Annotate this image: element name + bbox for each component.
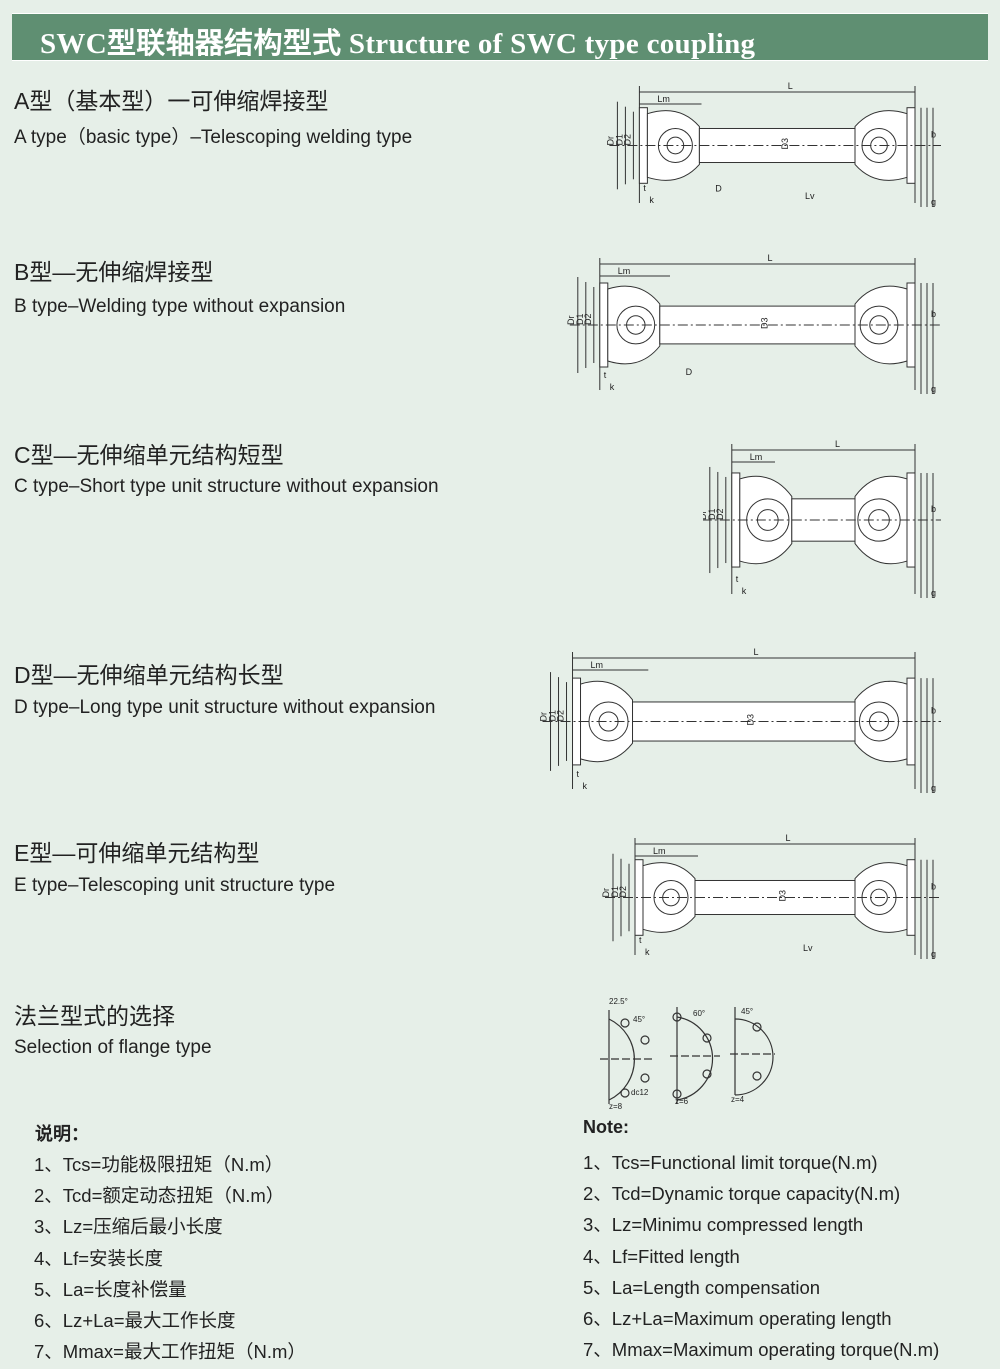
note-item: 7、Mmax=最大工作扭矩（N.m）	[34, 1341, 306, 1363]
note-item: 3、Lz=压缩后最小长度	[34, 1216, 223, 1238]
note-item: 6、Lz+La=最大工作长度	[34, 1310, 236, 1331]
note-item: 1、Tcs=Functional limit torque(N.m)	[583, 1152, 878, 1173]
note-item: 3、Lz=Minimu compressed length	[583, 1214, 864, 1236]
flange-z-label: z=8	[609, 1102, 623, 1111]
dimension-label: D1	[575, 313, 585, 325]
section-c-title-cn: C型—无伸缩单元结构短型	[14, 442, 284, 468]
note-item: 4、Lf=安装长度	[34, 1247, 164, 1269]
dimension-label: g	[931, 588, 936, 598]
dimension-label: k	[610, 382, 615, 392]
dimension-label: g	[931, 783, 936, 793]
dimension-label: g	[931, 197, 936, 207]
notes-en-title: Note:	[583, 1117, 629, 1137]
dimension-label: D2	[715, 508, 725, 520]
flange-angle: 22.5°	[609, 997, 628, 1006]
dimension-label: k	[649, 195, 654, 205]
dimension-label: k	[645, 947, 650, 957]
dimension-label: b	[931, 882, 936, 892]
flange-angle: 60°	[693, 1009, 705, 1018]
dimension-label: D3	[746, 714, 756, 726]
page-header: SWC型联轴器结构型式 Structure of SWC type coupli…	[12, 13, 988, 61]
dimension-label: t	[736, 574, 739, 584]
dimension-label: b	[931, 504, 936, 514]
section-b-title-cn: B型—无伸缩焊接型	[14, 259, 214, 285]
section-e-title-en: E type–Telescoping unit structure type	[14, 875, 336, 896]
dimension-label: D2	[622, 134, 632, 146]
dimension-label: b	[931, 706, 936, 716]
dimension-label: D	[715, 183, 722, 193]
flange-angle: 45°	[633, 1015, 645, 1024]
page-title: SWC型联轴器结构型式 Structure of SWC type coupli…	[40, 28, 756, 60]
dimension-label: Lv	[805, 191, 815, 201]
dimension-label: g	[931, 949, 936, 959]
dimension-label: k	[583, 781, 588, 791]
dimension-label: t	[643, 183, 646, 193]
dimension-label: D2	[583, 313, 593, 325]
note-item: 7、Mmax=Maximum operating torque(N.m)	[583, 1339, 940, 1361]
dimension-label: D1	[610, 886, 620, 898]
note-item: 4、Lf=Fitted length	[583, 1245, 740, 1267]
flange-title-cn: 法兰型式的选择	[14, 1003, 175, 1029]
dimension-label: D2	[618, 886, 628, 898]
dimension-label: Dr	[601, 888, 611, 898]
flange-z-label: z=6	[675, 1097, 689, 1106]
dimension-label: Lm	[653, 846, 666, 856]
dimension-label: L	[835, 439, 840, 449]
dimension-label: Dr	[566, 316, 576, 326]
flange-type-drawings: 22.5° 45° dc12 z=8 60° z=6 45° z=4	[600, 997, 775, 1111]
flange-z-label: z=4	[731, 1095, 745, 1104]
section-c-title-en: C type–Short type unit structure without…	[14, 476, 439, 497]
dimension-label: Lm	[657, 94, 670, 104]
section-d-title-cn: D型—无伸缩单元结构长型	[14, 662, 284, 688]
dimension-label: Dr	[539, 712, 549, 722]
dimension-label: Lm	[750, 452, 763, 462]
dimension-label: L	[754, 647, 759, 657]
section-e-title-cn: E型—可伸缩单元结构型	[14, 840, 260, 866]
dimension-label: D1	[614, 134, 624, 146]
dimension-label: L	[786, 833, 791, 843]
dimension-label: D3	[760, 317, 770, 329]
dimension-label: D3	[780, 138, 790, 150]
flange-hole-label: dc12	[631, 1088, 649, 1097]
dimension-label: Dr	[703, 511, 708, 521]
note-item: 5、La=长度补偿量	[34, 1278, 187, 1300]
notes-cn-title: 说明：	[35, 1124, 89, 1144]
dimension-label: k	[742, 586, 747, 596]
dimension-label: b	[931, 309, 936, 319]
flange-title-en: Selection of flange type	[14, 1037, 212, 1058]
dimension-label: Lm	[591, 660, 604, 670]
section-a-title-en: A type（basic type）–Telescoping welding t…	[14, 127, 413, 148]
dimension-label: t	[639, 935, 642, 945]
section-a-title-cn: A型（基本型）一可伸缩焊接型	[14, 88, 329, 114]
dimension-label: L	[768, 253, 773, 263]
section-d-title-en: D type–Long type unit structure without …	[14, 697, 436, 718]
section-b-title-en: B type–Welding type without expansion	[14, 296, 346, 317]
dimension-label: Lm	[618, 266, 631, 276]
dimension-label: D	[686, 367, 693, 377]
dimension-label: L	[788, 81, 793, 91]
dimension-label: D2	[556, 710, 566, 722]
note-item: 2、Tcd=额定动态扭矩（N.m）	[34, 1185, 285, 1207]
dimension-label: g	[931, 384, 936, 394]
dimension-label: t	[604, 370, 607, 380]
dimension-label: Dr	[605, 136, 615, 146]
note-item: 2、Tcd=Dynamic torque capacity(N.m)	[583, 1183, 901, 1205]
dimension-label: D1	[707, 508, 717, 520]
dimension-label: D3	[778, 890, 788, 902]
dimension-label: Lv	[803, 943, 813, 953]
note-item: 6、Lz+La=Maximum operating length	[583, 1308, 892, 1329]
flange-angle: 45°	[741, 1007, 753, 1016]
note-item: 1、Tcs=功能极限扭矩（N.m）	[34, 1154, 284, 1175]
dimension-label: b	[931, 130, 936, 140]
note-item: 5、La=Length compensation	[583, 1276, 821, 1298]
dimension-label: D1	[548, 710, 558, 722]
dimension-label: t	[577, 769, 580, 779]
